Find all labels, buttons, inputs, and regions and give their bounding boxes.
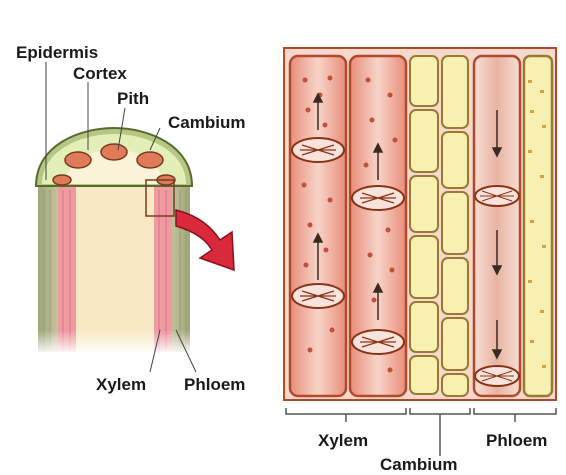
label-cortex: Cortex: [73, 64, 127, 83]
xylem-strip-right: [154, 186, 172, 352]
label-pith: Pith: [117, 89, 149, 108]
xylem-strip-left: [58, 186, 76, 352]
label-phloem-left: Phloem: [184, 375, 245, 394]
label-xylem-bottom: Xylem: [318, 431, 368, 450]
label-phloem-bottom: Phloem: [486, 431, 547, 450]
label-xylem-left: Xylem: [96, 375, 146, 394]
label-cambium-top: Cambium: [168, 113, 245, 132]
pith-region: [76, 186, 154, 352]
cell-detail: [284, 48, 556, 456]
phloem-cells: [474, 56, 552, 396]
stem-cutaway: [30, 62, 200, 372]
label-cambium-bottom: Cambium: [380, 455, 457, 474]
label-epidermis: Epidermis: [16, 43, 98, 62]
